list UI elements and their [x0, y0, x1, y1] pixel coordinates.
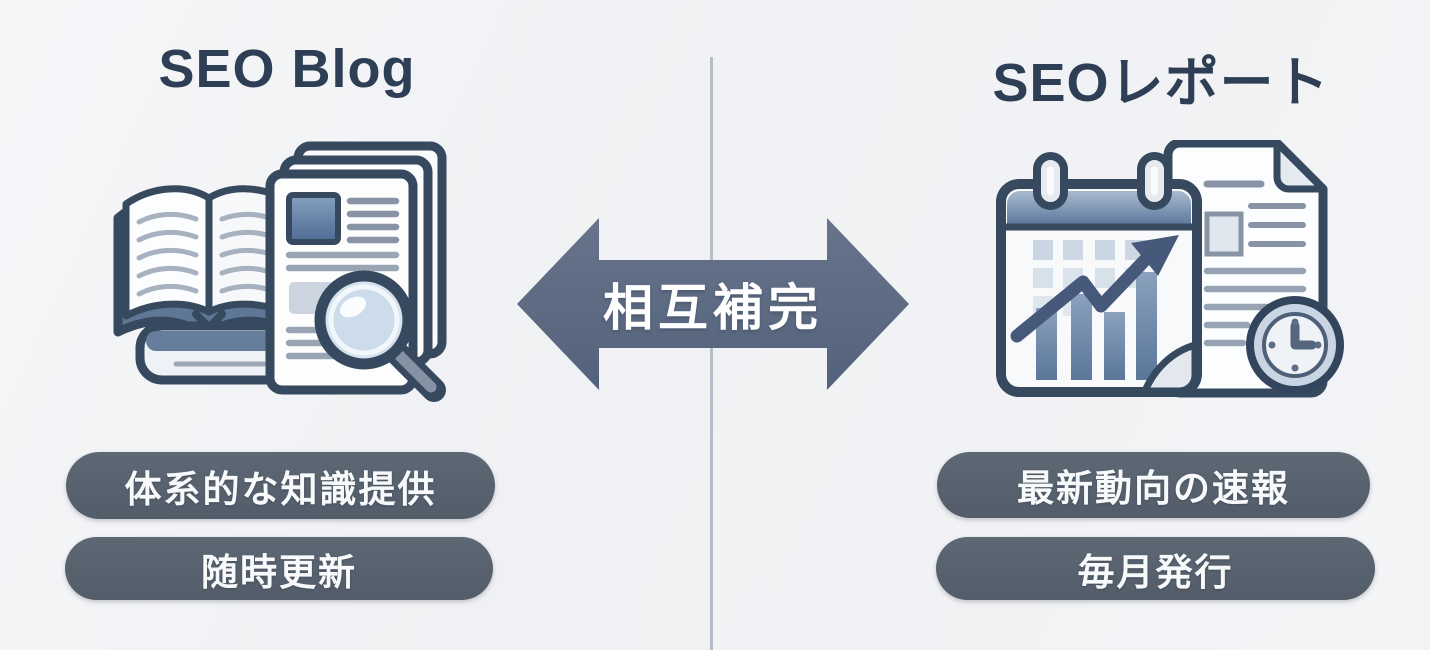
seo-report-illustration — [996, 140, 1344, 398]
calendar-rings — [1033, 152, 1172, 210]
double-arrow-icon — [517, 218, 909, 390]
open-book-icon — [113, 185, 297, 341]
center-divider-line — [710, 57, 713, 650]
mutual-complement-arrow: 相互補完 — [515, 213, 911, 395]
right-panel-title: SEOレポート — [992, 53, 1330, 113]
trend-arrow-icon — [1010, 235, 1179, 343]
calendar-chart-document-clock-icon — [995, 140, 1347, 402]
badge-label: 随時更新 — [201, 551, 357, 593]
right-badge-trends: 最新動向の速報 — [937, 452, 1370, 518]
badge-label: 体系的な知識提供 — [124, 468, 437, 510]
page-curl — [1141, 341, 1199, 395]
badge-label: 毎月発行 — [1077, 551, 1234, 593]
calendar-chart-icon — [996, 152, 1202, 397]
bar-chart — [1036, 272, 1157, 380]
seo-blog-illustration — [113, 141, 447, 402]
badge-label: 最新動向の速報 — [1017, 468, 1290, 509]
left-panel-title: SEO Blog — [158, 39, 416, 99]
arrow-label: 相互補完 — [603, 280, 823, 336]
open-book-article-magnifier-icon — [112, 140, 452, 402]
left-badge-knowledge: 体系的な知識提供 — [66, 452, 495, 519]
clock-icon — [1246, 296, 1344, 394]
magnifier-icon — [314, 270, 446, 402]
left-badge-update: 随時更新 — [65, 537, 493, 600]
right-badge-monthly: 毎月発行 — [936, 537, 1375, 600]
